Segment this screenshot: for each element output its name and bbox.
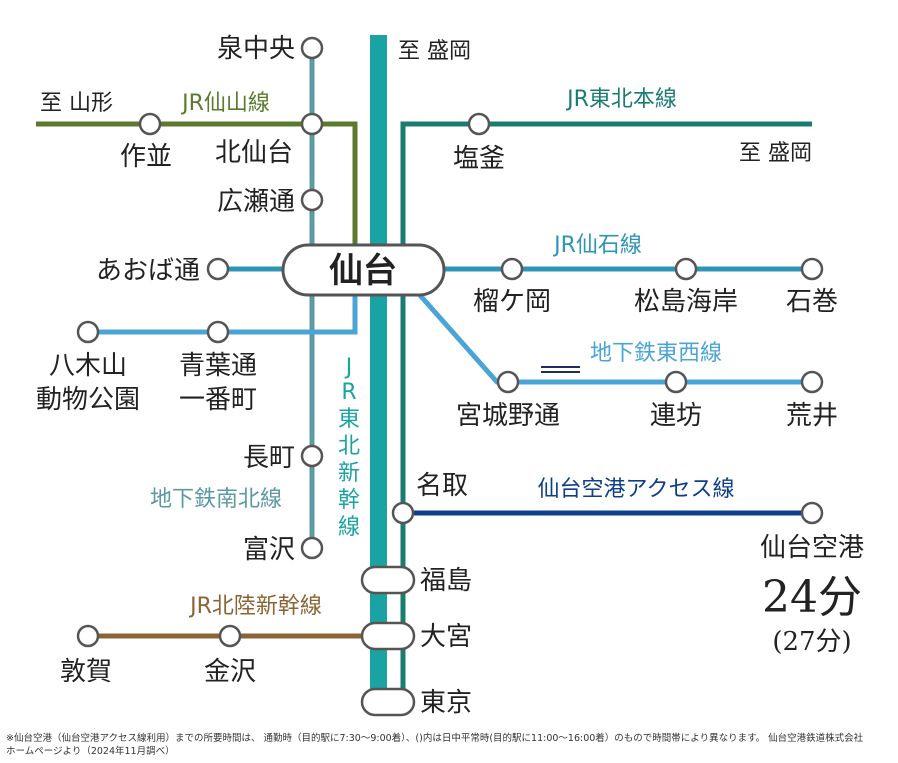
station-sendai-label: 仙台 [329, 251, 397, 291]
tohoku-honsen-line-label: JR東北本線 [565, 87, 677, 112]
station-hirosedori-marker [300, 188, 324, 212]
shinkansen-label-char: 東 [338, 407, 360, 432]
station-kanazawa-label: 金沢 [204, 657, 256, 687]
station-omiya-marker [360, 621, 416, 651]
station-nagamachi-marker [300, 444, 324, 468]
station-izumi-chuo-marker [300, 36, 324, 60]
station-tomizawa-marker [300, 536, 324, 560]
shinkansen-label-char: 幹 [338, 488, 360, 513]
airport-time-offpeak: (27分) [772, 627, 851, 657]
shinkansen-label-char: 北 [338, 434, 360, 459]
station-sakunami-marker [138, 112, 162, 136]
footnote-line-2: ホームページより（2024年11月調べ） [6, 745, 175, 757]
station-aobadori-label: あおば通 [96, 256, 200, 286]
shinkansen-line [370, 35, 387, 707]
station-tomizawa-label: 富沢 [243, 535, 295, 565]
station-aoba-ichi-label-1: 青葉通 [179, 351, 257, 381]
senzan-line-label: JR仙山線 [180, 91, 270, 116]
station-rembo-label: 連坊 [650, 401, 702, 431]
station-matsushima-kaigan-marker [674, 257, 698, 281]
station-aoba-ichi-marker [206, 320, 230, 344]
station-kita-sendai-marker [300, 112, 324, 136]
station-sendai-marker [281, 243, 446, 297]
airport-access-line-label: 仙台空港アクセス線 [538, 477, 735, 502]
direction-morioka-right: 至 盛岡 [739, 141, 812, 166]
station-sendai-airport-label: 仙台空港 [760, 533, 864, 563]
station-tsuruga-marker [76, 624, 100, 648]
station-fukushima-label: 福島 [420, 566, 472, 596]
station-arai-label: 荒井 [786, 401, 838, 431]
station-aoba-ichi-label-2: 一番町 [179, 385, 257, 415]
namboku-line-label: 地下鉄南北線 [150, 487, 282, 512]
senzan-line [36, 121, 358, 250]
direction-morioka-top: 至 盛岡 [398, 39, 471, 64]
station-nagamachi-label: 長町 [243, 443, 295, 473]
station-sakunami-label: 作並 [120, 142, 172, 172]
tozai-line-west [88, 296, 358, 335]
station-miyagino-label: 宮城野通 [456, 401, 560, 431]
hokuriku-shinkansen-line-label: JR北陸新幹線 [188, 594, 322, 619]
station-fukushima-marker [360, 565, 416, 595]
senseki-line-label: JR仙石線 [552, 233, 642, 258]
shinkansen-label-char: 線 [338, 515, 360, 540]
station-natori-marker [391, 501, 415, 525]
station-arai-marker [800, 370, 824, 394]
station-tsuruga-label: 敦賀 [60, 657, 112, 687]
station-yagiyama-label-1: 八木山 [49, 351, 127, 381]
station-shiogama-marker [467, 112, 491, 136]
station-tokyo-marker [360, 687, 416, 717]
tozai-line-label: 地下鉄東西線 [590, 341, 722, 366]
station-ishinomaki-label: 石巻 [786, 287, 838, 317]
shinkansen-label-char: R [341, 380, 356, 405]
station-kita-sendai-label: 北仙台 [215, 138, 293, 168]
station-miyagino-marker [496, 370, 520, 394]
station-kanazawa-marker [218, 624, 242, 648]
shinkansen-label-char: 新 [338, 461, 360, 486]
station-sendai-airport-marker [800, 501, 824, 525]
footnote-line-1: ※仙台空港（仙台空港アクセス線利用）までの所要時間は、 通勤時（目的駅に7:30… [6, 732, 864, 744]
station-izumi-chuo-label: 泉中央 [217, 34, 295, 64]
airport-time-main: 24分 [762, 572, 862, 623]
subway-symbol [541, 366, 580, 373]
direction-yamagata: 至 山形 [40, 91, 113, 116]
station-yagiyama-marker [76, 320, 100, 344]
station-natori-label: 名取 [416, 471, 468, 501]
station-tokyo-label: 東京 [420, 688, 472, 718]
station-shiogama-label: 塩釜 [453, 144, 505, 174]
station-rikuzen-haranomachi-marker [500, 257, 524, 281]
station-rikuzen-haranomachi-label: 榴ケ岡 [473, 287, 551, 317]
station-yagiyama-label-2: 動物公園 [36, 385, 140, 415]
station-omiya-label: 大宮 [420, 622, 472, 652]
shinkansen-label-char: J [344, 355, 353, 380]
station-rembo-marker [664, 370, 688, 394]
station-matsushima-kaigan-label: 松島海岸 [634, 287, 738, 317]
station-aobadori-marker [206, 257, 230, 281]
station-hirosedori-label: 広瀬通 [217, 187, 295, 217]
shinkansen-line-label: J R 東 北 新 幹 線 [338, 355, 360, 540]
station-ishinomaki-marker [800, 257, 824, 281]
